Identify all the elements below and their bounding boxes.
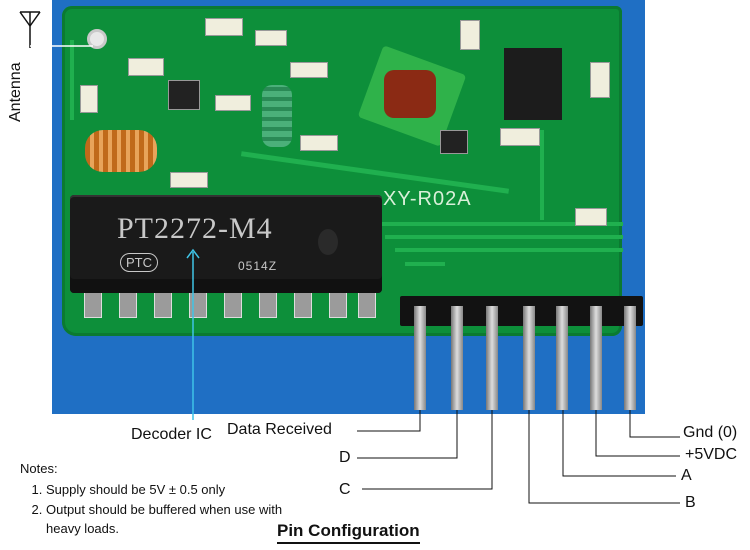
note-item: Output should be buffered when use with … [46,500,311,538]
pcb-trace [378,222,623,226]
pin-header [400,296,643,326]
smd-component [460,20,480,50]
inductor [262,85,292,147]
smd-component [500,128,540,146]
pin-label-5vdc: +5VDC [685,446,738,463]
smd-component [255,30,287,46]
pcb-trace [70,40,74,120]
header-pin [414,306,426,410]
header-pin [451,306,463,410]
smd-component [170,172,208,188]
pcb-trace [540,130,544,220]
pcb-trace [395,248,623,252]
arrow-up-icon [186,248,200,420]
header-pin [624,306,636,410]
decoder-ic-label: Decoder IC [131,426,212,443]
smd-component [300,135,338,151]
board-model-label: XY-R02A [383,188,472,210]
notes-heading: Notes: [20,461,58,476]
notes-block: Notes: Supply should be 5V ± 0.5 only Ou… [20,458,311,538]
header-pin [523,306,535,410]
smd-component [205,18,243,36]
smd-component [590,62,610,98]
pcb-trace [405,262,445,266]
smd-component [575,208,607,226]
smd-component [215,95,251,111]
pin-label-data-received: Data Received [227,421,332,438]
pin-label-gnd: Gnd (0) [683,424,738,441]
smd-transistor [168,80,200,110]
antenna-label: Antenna [7,62,24,122]
ic-model-marking: PT2272-M4 [117,212,273,245]
antenna-solder-pad [87,29,107,49]
pin-label-c: C [339,481,351,498]
notes-list: Supply should be 5V ± 0.5 only Output sh… [20,479,311,538]
note-item: Supply should be 5V ± 0.5 only [46,479,311,500]
soic-chip [504,48,562,120]
ic-brand-marking: PTC [120,253,158,272]
transformer-core [384,70,436,118]
smd-component [128,58,164,76]
smd-transistor [440,130,468,154]
pin-label-d: D [339,449,351,466]
header-pin [556,306,568,410]
pin-label-b: B [685,494,696,511]
antenna-symbol-icon [19,11,93,48]
smd-component [80,85,98,113]
header-pin [590,306,602,410]
pin-configuration-title: Pin Configuration [277,521,420,544]
pin-label-a: A [681,467,692,484]
smd-component [290,62,328,78]
pcb-trace [385,235,623,239]
ic-notch [318,229,338,255]
header-pin [486,306,498,410]
rf-coil [85,130,157,172]
ic-date-code: 0514Z [238,259,278,273]
